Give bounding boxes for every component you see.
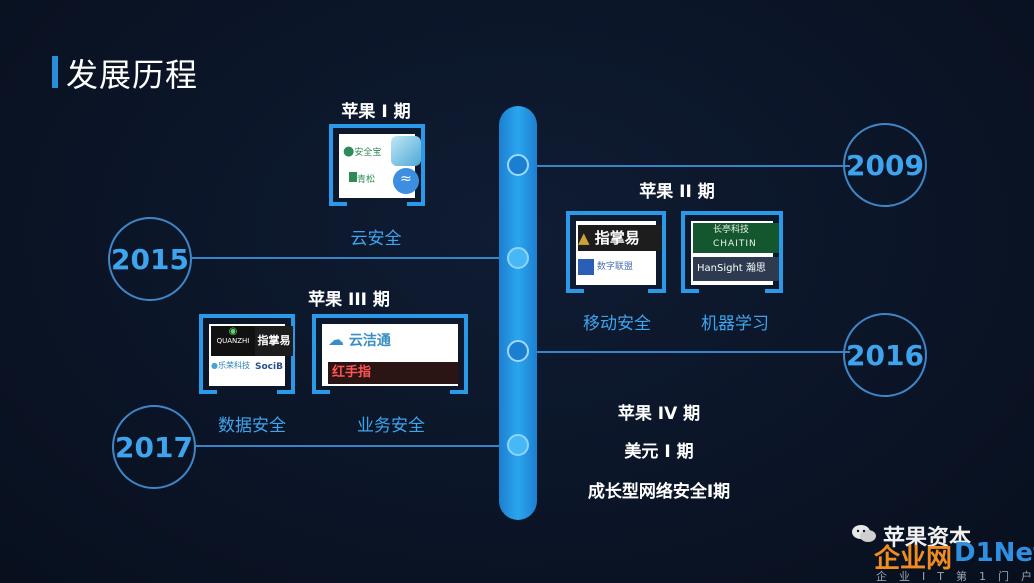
- watermark-subtitle: 企业IT第1门户: [876, 570, 1034, 583]
- phase-label-3: 苹果 III 期: [308, 290, 390, 310]
- category-machine-learning: 机器学习: [701, 314, 769, 334]
- frame-cap-right: [450, 390, 468, 394]
- frame-cap-left: [199, 390, 217, 394]
- year-label-2017: 2017: [115, 430, 193, 464]
- phase-label-5: 美元 I 期: [624, 442, 694, 462]
- logo-wifi-icon: ≈: [393, 168, 419, 194]
- logo-zhizhangyi-small: 指掌易: [255, 326, 293, 356]
- category-data-security: 数据安全: [218, 416, 286, 436]
- logo-frame-data: ◉QUANZHI 指掌易 ●乐荣科技 SociB: [199, 314, 295, 394]
- phase-label-2: 苹果 II 期: [639, 182, 715, 202]
- timeline-node-2009: [507, 154, 529, 176]
- connector-2016: [530, 351, 850, 353]
- logo-cloud-app-icon: [391, 136, 421, 166]
- connector-2015: [192, 257, 508, 259]
- logo-hansight: HanSight 瀚思: [693, 257, 779, 281]
- year-circle-2009: 2009: [843, 123, 927, 207]
- phase-label-4: 苹果 IV 期: [617, 404, 701, 424]
- frame-cap-left: [312, 390, 330, 394]
- timeline-node-2016: [507, 340, 529, 362]
- frame-cap-right: [765, 289, 783, 293]
- year-label-2015: 2015: [111, 242, 189, 276]
- connector-2017: [196, 445, 508, 447]
- logo-zhizhangyi: ▲ 指掌易: [578, 225, 662, 251]
- frame-cap-right: [407, 202, 425, 206]
- logo-yunjietong: ☁ 云洁通: [328, 330, 391, 349]
- logo-lerong: ●乐荣科技: [211, 361, 250, 370]
- logo-panel-data: ◉QUANZHI 指掌易 ●乐荣科技 SociB: [209, 324, 293, 386]
- logo-qingsong: 青松: [349, 172, 385, 185]
- page-title: 发展历程: [66, 56, 199, 94]
- frame-cap-right: [648, 289, 666, 293]
- logo-panel-cloud: ●安全宝 青松 ≈: [339, 134, 421, 198]
- frame-cap-left: [681, 289, 699, 293]
- frame-cap-left: [329, 202, 347, 206]
- wechat-icon: [852, 525, 876, 542]
- timeline-node-2015: [507, 247, 529, 269]
- category-mobile-security: 移动安全: [583, 314, 651, 334]
- connector-2009: [530, 165, 850, 167]
- frame-cap-left: [566, 289, 584, 293]
- frame-cap-right: [277, 390, 295, 394]
- phase-label-6: 成长型网络安全I期: [587, 482, 731, 502]
- logo-frame-mobile: ▲ 指掌易 数字联盟: [566, 211, 666, 293]
- logo-anquanbao: ●安全宝: [343, 144, 382, 159]
- logo-frame-business: ☁ 云洁通 红手指: [312, 314, 468, 394]
- year-circle-2017: 2017: [112, 405, 196, 489]
- logo-panel-business: ☁ 云洁通 红手指: [322, 324, 458, 386]
- year-label-2009: 2009: [846, 148, 924, 182]
- logo-quanzhi: ◉QUANZHI: [211, 326, 255, 356]
- title-accent-bar: [52, 56, 58, 88]
- logo-hongshouzhi: 红手指: [328, 362, 458, 384]
- year-circle-2016: 2016: [843, 313, 927, 397]
- logo-socib: SociB: [255, 362, 283, 372]
- category-cloud-security: 云安全: [350, 229, 402, 249]
- watermark-brand-en: D1Net: [954, 538, 1034, 568]
- logo-frame-cloud: ●安全宝 青松 ≈: [329, 124, 425, 206]
- logo-panel-mobile: ▲ 指掌易 数字联盟: [576, 221, 662, 285]
- timeline-node-2017: [507, 434, 529, 456]
- phase-label-1: 苹果 I 期: [341, 102, 411, 122]
- year-circle-2015: 2015: [108, 217, 192, 301]
- watermark-brand-cn: 企业网: [874, 544, 953, 574]
- logo-shuzilianmeng: 数字联盟: [578, 257, 662, 277]
- watermark-account: 苹果资本: [883, 526, 972, 551]
- year-label-2016: 2016: [846, 338, 924, 372]
- category-business-security: 业务安全: [357, 416, 425, 436]
